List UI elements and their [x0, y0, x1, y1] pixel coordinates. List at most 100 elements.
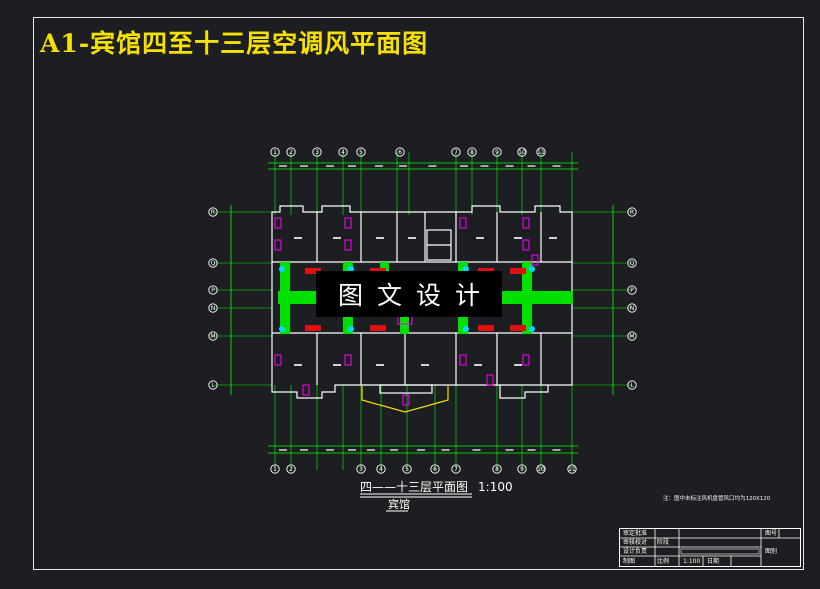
air-outlet: [402, 394, 410, 406]
title-block-grid: [619, 528, 801, 567]
axis-left-label-circle: [208, 331, 218, 341]
titleblock-date-label: 日期: [707, 558, 720, 565]
outer-wall: [271, 205, 573, 399]
titleblock-stage-label: 阶段: [657, 539, 670, 546]
axis-top-label-circle: [286, 147, 296, 157]
air-outlet: [531, 254, 539, 266]
titleblock-scale-label: 比例: [657, 558, 670, 565]
axis-top-label-circle: [517, 147, 527, 157]
titleblock-drawing-no-label: 图号: [765, 530, 778, 537]
axis-top-label-circle: [536, 147, 546, 157]
air-outlet: [522, 239, 530, 251]
axis-top-label-circle: [270, 147, 280, 157]
drawing-frame: [33, 17, 804, 570]
axis-bottom-label: 7: [454, 466, 458, 473]
axis-bottom-label-circle: [270, 464, 280, 474]
axis-top-label: 8: [470, 149, 474, 156]
titleblock-row-3: 设计负责: [623, 548, 648, 555]
axis-right-label: M: [629, 333, 634, 340]
axis-left-label-circle: [208, 258, 218, 268]
axis-bottom-label-circle: [356, 464, 366, 474]
axis-top-label: 2: [289, 149, 293, 156]
axis-right-label: P: [630, 287, 634, 294]
axis-left-label-circle: [208, 380, 218, 390]
air-outlet: [459, 217, 467, 229]
titleblock-row-1: 审定批准: [623, 530, 648, 537]
axis-left-label: Q: [211, 260, 216, 267]
axis-top-label: 6: [398, 149, 402, 156]
balcony: [379, 384, 433, 394]
outer-wall-bump: [499, 385, 549, 399]
axis-top-label: 5: [359, 149, 363, 156]
axis-left-label-circle: [208, 207, 218, 217]
titleblock-scale-value: 1:100: [683, 558, 701, 565]
axis-top-label: 3: [315, 149, 319, 156]
axis-top-label-circle: [312, 147, 322, 157]
axis-top-label-circle: [492, 147, 502, 157]
axis-bottom-label: 8: [495, 466, 499, 473]
axis-bottom-label-circle: [536, 464, 546, 474]
axis-bottom-label: 1: [273, 466, 277, 473]
diffuser: [348, 266, 354, 272]
branch-duct: [280, 262, 290, 334]
diffuser: [463, 266, 469, 272]
axis-bottom-label-circle: [492, 464, 502, 474]
axis-top-label-circle: [356, 147, 366, 157]
axis-bottom-label-circle: [517, 464, 527, 474]
diffuser: [279, 326, 285, 332]
axis-bottom-label: 9: [520, 466, 524, 473]
axis-top-label: 10: [518, 149, 526, 156]
axis-top-label: 1: [273, 149, 277, 156]
axis-bottom-label-circle: [402, 464, 412, 474]
axis-left-label-circle: [208, 285, 218, 295]
air-outlet: [302, 384, 310, 396]
axis-right-label-circle: [627, 331, 637, 341]
axis-top-label: 9: [495, 149, 499, 156]
axis-bottom-label-circle: [567, 464, 577, 474]
air-outlet: [486, 374, 494, 386]
axis-right-label-circle: [627, 380, 637, 390]
axis-right-label-circle: [627, 303, 637, 313]
watermark: 图文设计: [316, 271, 502, 317]
axis-bottom-label: 2: [289, 466, 293, 473]
grid-lines: [214, 152, 632, 470]
plan-subtitle: 宾馆: [388, 498, 410, 511]
axis-bottom-label: 5: [405, 466, 409, 473]
air-outlet: [274, 217, 282, 229]
air-outlet: [522, 217, 530, 229]
plan-note: 注：图中未标注风机盘管风口均为120X120: [663, 496, 771, 502]
axis-top-label: 4: [341, 149, 345, 156]
air-outlet: [459, 354, 467, 366]
diffuser: [529, 326, 535, 332]
axis-bottom-label: 3: [359, 466, 363, 473]
axis-bottom-label-circle: [451, 464, 461, 474]
titleblock-sheet-label: 图别: [765, 548, 778, 555]
axis-left-label: L: [211, 382, 215, 389]
axis-bottom-label-circle: [286, 464, 296, 474]
plan-scale: 1:100: [478, 480, 513, 494]
axis-bottom-label: 10: [537, 466, 545, 473]
axis-right-label-circle: [627, 207, 637, 217]
air-outlet: [344, 239, 352, 251]
diffuser: [348, 326, 354, 332]
axis-right-label-circle: [627, 285, 637, 295]
subtitle-underline: [386, 510, 408, 512]
axis-bottom-label: 11: [568, 466, 576, 473]
fan-coil-unit: [510, 325, 526, 331]
axis-left-label: N: [211, 305, 216, 312]
air-outlet: [344, 217, 352, 229]
air-outlet: [522, 354, 530, 366]
drawing-title: A1-宾馆四至十三层空调风平面图: [40, 29, 429, 58]
fan-coil-unit: [510, 268, 526, 274]
fan-coil-unit: [305, 325, 321, 331]
axis-top-label-circle: [451, 147, 461, 157]
titleblock-row-4: 制图: [623, 558, 636, 565]
diffuser: [529, 266, 535, 272]
fan-coil-unit: [370, 325, 386, 331]
branch-duct: [400, 304, 409, 334]
axis-bottom-label: 4: [379, 466, 383, 473]
axis-right-label: Q: [630, 260, 635, 267]
